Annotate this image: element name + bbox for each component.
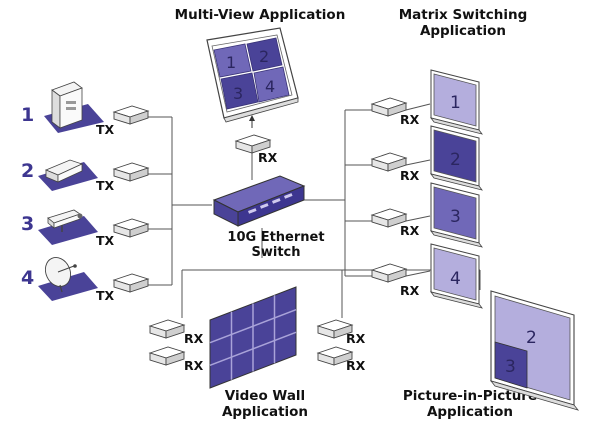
media-player-icon <box>44 159 84 183</box>
video-wall-grid <box>209 295 297 380</box>
switch-label-line2: Switch <box>251 245 300 260</box>
tx-box <box>113 162 149 182</box>
source-3: 3 TX <box>21 209 149 248</box>
satellite-dish-icon <box>44 257 77 293</box>
security-camera-icon <box>47 209 83 232</box>
rx-label: RX <box>346 331 366 346</box>
screen-number: 1 <box>450 93 461 113</box>
source-4: 4 TX <box>21 257 149 303</box>
pip-title-line1: Picture-in-Picture <box>403 388 537 404</box>
source-platform <box>38 216 98 245</box>
tx-label: TX <box>96 288 115 303</box>
switch-label-line1: 10G Ethernet <box>227 230 324 245</box>
matrix-title-line2: Application <box>420 23 506 39</box>
screen <box>433 129 477 183</box>
tx-box <box>113 218 149 238</box>
matrix-output-3: RX 3 <box>371 182 483 248</box>
rx-label: RX <box>400 112 420 127</box>
screen <box>433 186 477 240</box>
multiview-monitor: 1 2 3 4 <box>206 27 299 123</box>
rx-box <box>149 346 185 366</box>
quadrant-2 <box>246 37 283 72</box>
rx-label: RX <box>400 223 420 238</box>
source-number: 4 <box>21 267 34 289</box>
pip-title-line2: Application <box>427 404 513 420</box>
rx-box <box>149 319 185 339</box>
pip-main-number: 2 <box>526 328 537 348</box>
quadrant-3-number: 3 <box>233 84 243 103</box>
source-number: 2 <box>21 160 34 182</box>
rx-label: RX <box>184 358 204 373</box>
matrix-output-2: RX 2 <box>371 125 483 191</box>
matrix-output-1: RX 1 <box>371 69 483 135</box>
multiview-title: Multi-View Application <box>175 7 346 23</box>
rx-label: RX <box>400 168 420 183</box>
pip-inset-number: 3 <box>505 357 516 377</box>
tx-box <box>113 105 149 125</box>
quadrant-4 <box>253 66 290 103</box>
quadrant-1 <box>213 43 252 78</box>
ethernet-switch <box>212 175 306 227</box>
pip-monitor: 2 3 <box>489 290 580 411</box>
quadrant-2-number: 2 <box>259 47 269 66</box>
video-wall <box>209 286 297 389</box>
source-number: 1 <box>21 104 34 126</box>
quadrant-1-number: 1 <box>226 53 236 72</box>
videowall-rx-right: RX RX <box>317 319 366 373</box>
screen-number: 3 <box>450 207 461 227</box>
quadrant-3 <box>220 72 259 110</box>
screen <box>433 73 477 127</box>
multiview-rx-label: RX <box>258 150 278 165</box>
screen-number: 4 <box>450 269 461 289</box>
tx-label: TX <box>96 178 115 193</box>
videowall-rx-left: RX RX <box>149 319 204 373</box>
tx-box <box>113 273 149 293</box>
arrow-up-icon <box>249 115 255 128</box>
source-number: 3 <box>21 213 34 235</box>
tx-label: TX <box>96 233 115 248</box>
videowall-title-line1: Video Wall <box>225 388 305 404</box>
source-1: 1 TX <box>21 81 149 137</box>
rx-label: RX <box>400 283 420 298</box>
switch-ports <box>248 193 293 214</box>
rx-box <box>371 263 407 283</box>
source-platform <box>38 272 98 301</box>
source-2: 2 TX <box>21 159 149 193</box>
rx-label: RX <box>346 358 366 373</box>
rx-label: RX <box>184 331 204 346</box>
matrix-title-line1: Matrix Switching <box>399 7 527 23</box>
matrix-output-4: RX 4 <box>371 243 483 309</box>
quadrant-4-number: 4 <box>265 77 275 96</box>
screen <box>433 247 477 301</box>
pip-inset-screen <box>494 341 528 389</box>
screen-number: 2 <box>450 150 461 170</box>
tx-label: TX <box>96 122 115 137</box>
computer-tower-icon <box>51 81 83 129</box>
videowall-title-line2: Application <box>222 404 308 420</box>
connection-lines <box>148 103 481 318</box>
